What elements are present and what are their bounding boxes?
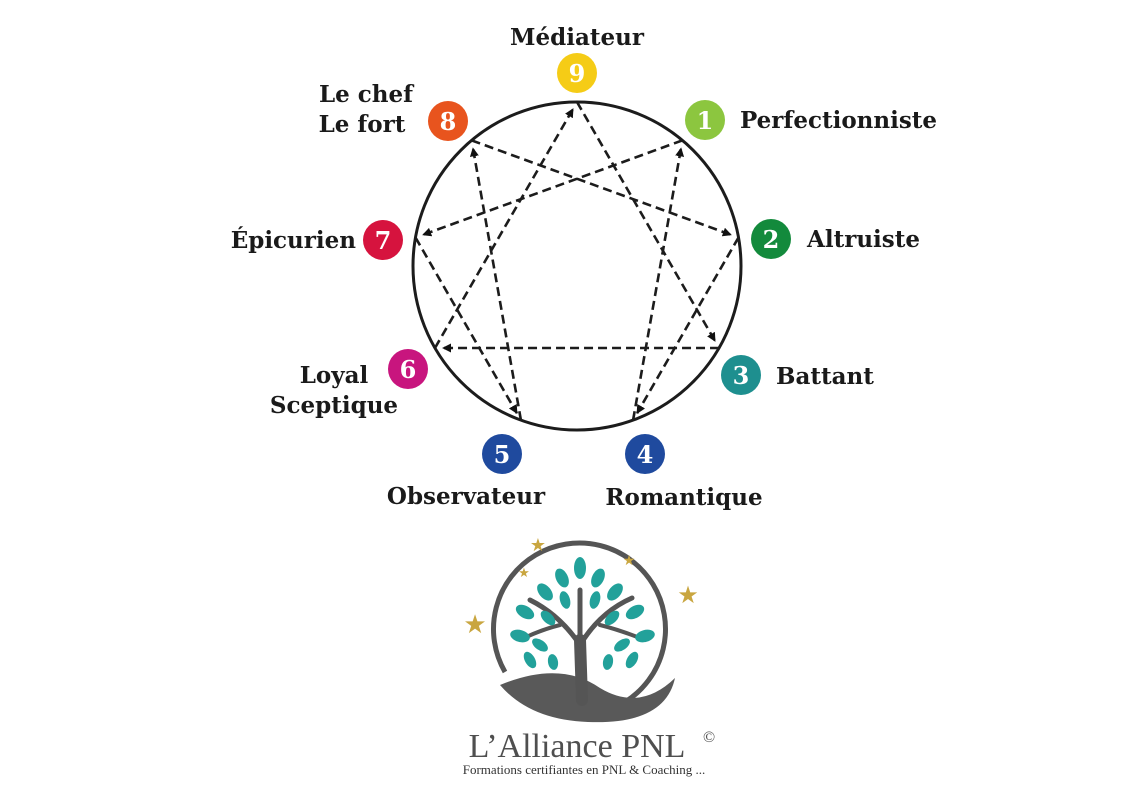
label-observateur: Observateur [387,483,546,510]
badge-9 [557,53,597,93]
badge-1-number: 1 [697,106,714,135]
alliance-pnl-logo: ★ ★ ★ ★ ★ L’Alliance PNL © Formations ce… [463,535,715,777]
label-sceptique: Sceptique [270,392,398,419]
star-icon: ★ [463,610,486,640]
label-altruiste: Altruiste [806,226,920,253]
badge-4 [625,434,665,474]
type-5: 5 Observateur [387,434,546,510]
badge-1 [685,100,725,140]
label-mediateur: Médiateur [510,24,645,51]
arrow-6-to-9 [433,108,575,349]
arrows-group [414,101,740,421]
brand-copyright: © [703,729,715,746]
type-4: 4 Romantique [605,434,763,511]
label-le-chef: Le chef [319,81,415,108]
star-icon: ★ [518,566,530,581]
label-battant: Battant [776,363,874,390]
badge-2 [751,219,791,259]
arrow-4-to-1 [631,147,685,421]
star-icon: ★ [530,535,546,556]
type-6: 6 Loyal Sceptique [270,349,428,419]
badge-7-number: 7 [375,226,392,255]
tree-leaves [510,557,655,670]
brand-name: L’Alliance PNL [469,728,686,765]
type-8: 8 Le chef Le fort [319,81,468,141]
badge-9-number: 9 [569,59,586,88]
brand-tagline: Formations certifiantes en PNL & Coachin… [463,762,706,777]
badge-5-number: 5 [494,440,511,469]
label-romantique: Romantique [605,484,762,511]
arrow-8-to-2 [471,139,732,237]
label-le-fort: Le fort [319,111,406,138]
type-1: 1 Perfectionniste [685,100,937,140]
star-icon: ★ [677,581,699,609]
arrow-5-to-8 [469,147,523,421]
type-9: 9 Médiateur [510,24,645,93]
label-perfectionniste: Perfectionniste [740,107,937,134]
badge-5 [482,434,522,474]
badge-8 [428,101,468,141]
arrow-2-to-4 [635,236,740,414]
badge-8-number: 8 [440,107,457,136]
badge-2-number: 2 [763,225,780,254]
label-epicurien: Épicurien [231,227,357,254]
logo-ring [490,540,668,705]
badge-6-number: 6 [400,355,417,384]
label-loyal: Loyal [300,362,369,389]
star-icon: ★ [623,553,636,569]
badge-6 [388,349,428,389]
arrow-9-to-3 [575,101,717,342]
type-2: 2 Altruiste [751,219,920,259]
enneagram-circle [411,100,743,432]
badge-3 [721,355,761,395]
type-3: 3 Battant [721,355,874,395]
badge-3-number: 3 [733,361,750,390]
badge-7 [363,220,403,260]
arrow-1-to-7 [422,139,683,237]
badge-4-number: 4 [637,440,654,469]
type-7: 7 Épicurien [231,220,403,260]
arrow-7-to-5 [414,236,519,414]
logo-stars: ★ ★ ★ ★ ★ [463,535,698,640]
